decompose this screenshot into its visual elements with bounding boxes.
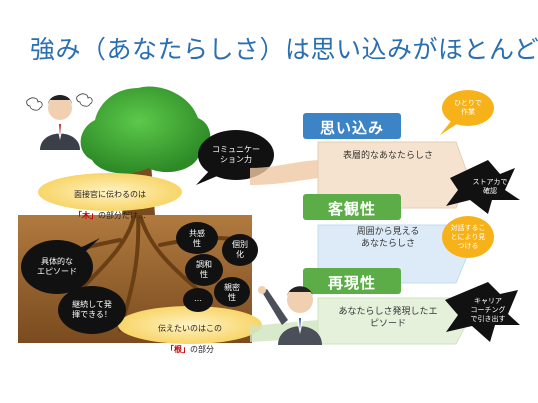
bubble-harmony: 調和 性 xyxy=(196,260,212,279)
person-presenter xyxy=(258,286,322,345)
note-compare: 対話するこ とにより見 つける xyxy=(450,224,486,250)
interviewer-label: 面接官に伝わるのは 「木」の部分だけ… xyxy=(74,190,146,221)
header-reproducibility: 再現性 xyxy=(327,274,376,292)
note-store: ストアカで 確認 xyxy=(472,178,508,195)
header-objectivity: 客観性 xyxy=(327,200,376,218)
tree-crown xyxy=(80,86,211,174)
root-label-ellipse xyxy=(118,306,262,344)
bubble-communication: コミュニケー ション力 xyxy=(212,145,260,164)
speech-bubbles xyxy=(21,130,274,334)
bubble-intimacy: 親密 性 xyxy=(224,283,240,302)
bubble-continue: 継続して発 揮できる！ xyxy=(72,300,112,319)
root-label: 伝えたいのはこの 「根」の部分 xyxy=(158,324,222,355)
interviewer-ellipse xyxy=(38,173,182,211)
desc-reproducibility: あなたらしさ発現したエ ピソード xyxy=(338,307,438,330)
row-boxes xyxy=(303,113,469,345)
desc-objectivity: 周囲から見える あなたらしさ xyxy=(356,227,420,250)
bubble-episode: 具体的な エピソード xyxy=(37,257,77,276)
bubble-individual: 個別 化 xyxy=(232,240,248,259)
note-career: キャリア コーチング で引き出す xyxy=(470,297,506,323)
desc-assumption: 表層的なあなたらしさ xyxy=(342,151,433,161)
header-assumption: 思い込み xyxy=(319,119,384,137)
bubble-empathy: 共感 性 xyxy=(189,229,205,248)
person-interviewer xyxy=(26,93,93,150)
bubble-etc: … xyxy=(194,294,202,303)
slide-title: 強み（あなたらしさ）は思い込みがほとんど xyxy=(30,35,538,64)
note-alone: ひとりで 作業 xyxy=(454,99,482,116)
